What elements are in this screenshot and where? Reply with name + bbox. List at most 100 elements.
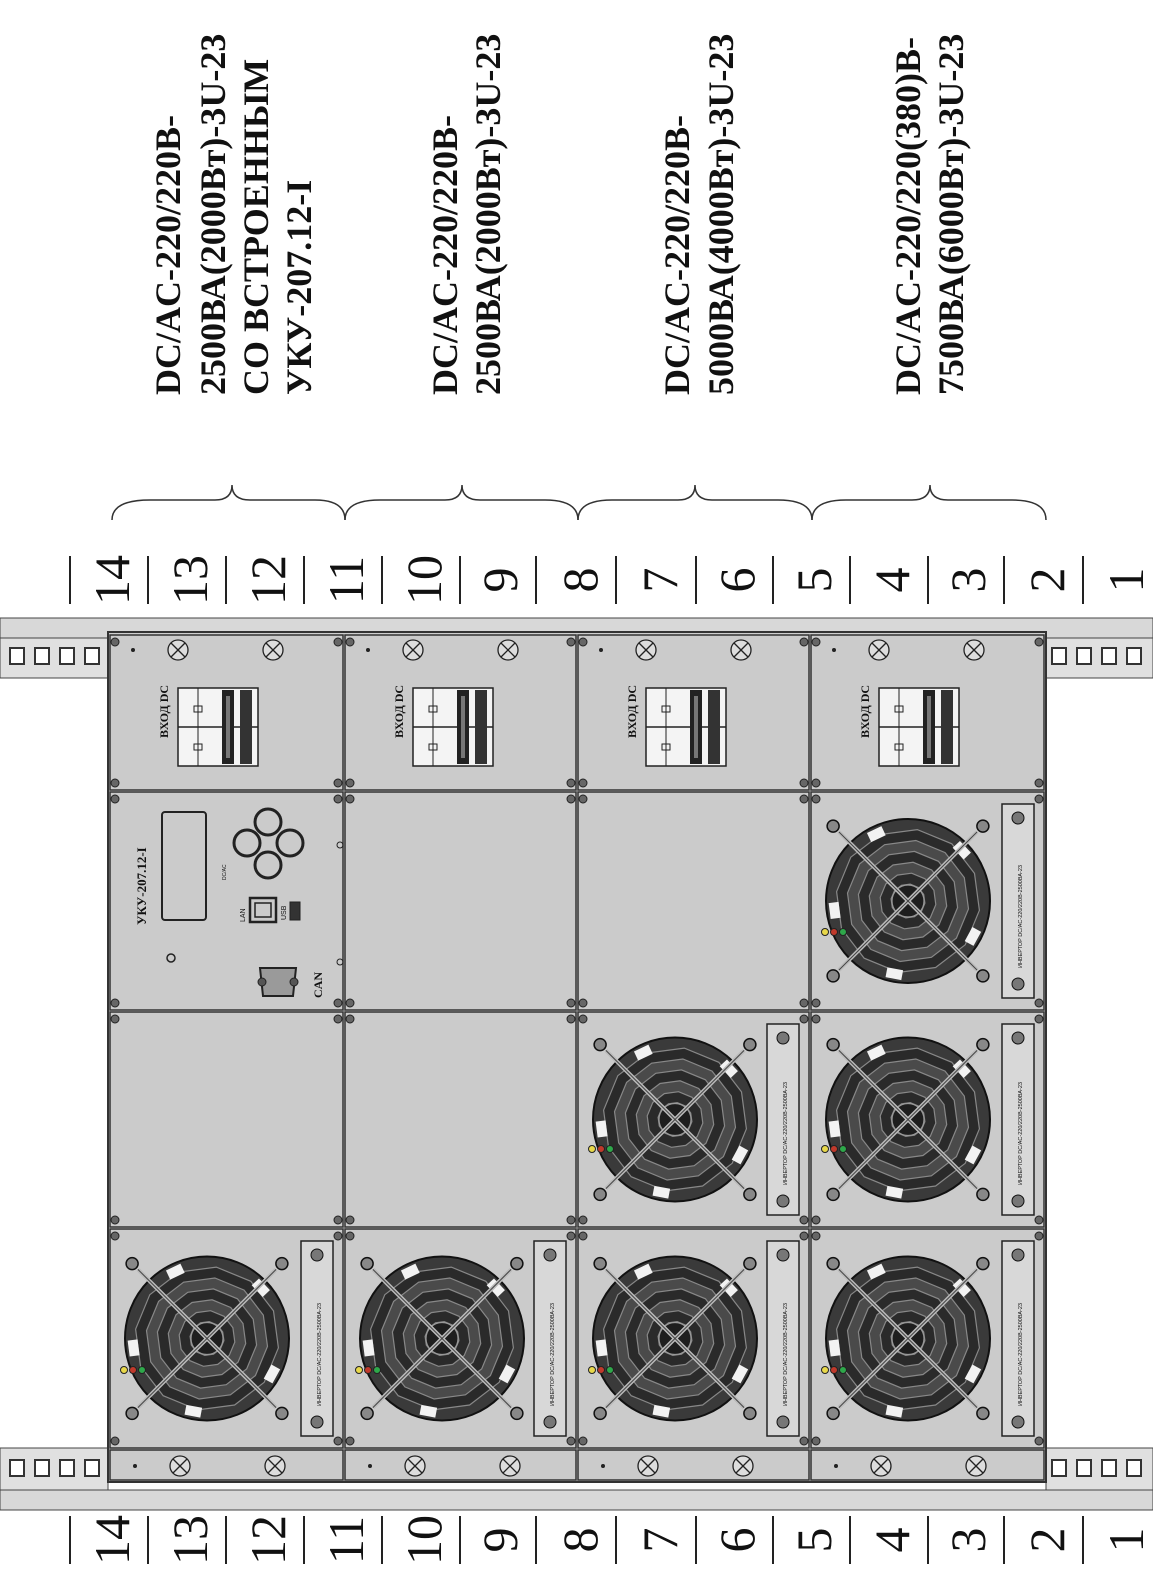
- unit-number-13: 13: [162, 1515, 218, 1565]
- unit-number-12: 12: [240, 555, 296, 605]
- can-port-icon: [258, 967, 298, 997]
- screw-icon: [826, 819, 840, 833]
- rail-hole: [34, 647, 50, 665]
- unit-number-7: 7: [632, 1528, 688, 1553]
- button-up-icon: [232, 828, 262, 858]
- screw-icon: [1011, 1031, 1025, 1045]
- bolt-icon: [345, 1014, 355, 1024]
- cross-screw-icon: [635, 639, 657, 661]
- inverter-handle: ИНВЕРТОР DC/AC-220/220В-2500ВА-23: [1001, 1240, 1035, 1437]
- screw-icon: [826, 969, 840, 983]
- bolt-icon: [566, 1014, 576, 1024]
- bolt-icon: [811, 794, 821, 804]
- bolt-icon: [566, 998, 576, 1008]
- inverter-strip-text: ИНВЕРТОР DC/AC-220/220В-2500ВА-23: [1018, 1303, 1024, 1406]
- bolt-icon: [811, 1231, 821, 1241]
- bolt-icon: [333, 637, 343, 647]
- rail-hole: [1076, 1459, 1092, 1477]
- unit-number-10: 10: [396, 1515, 452, 1565]
- rail-hole: [84, 1459, 100, 1477]
- screw-icon: [510, 1406, 524, 1421]
- rail-holes: [9, 647, 1142, 1477]
- unit-number-11: 11: [318, 556, 374, 604]
- bolt-icon: [110, 1014, 120, 1024]
- bolt-icon: [799, 637, 809, 647]
- fan-icon: [592, 1036, 758, 1203]
- screw-icon: [826, 1256, 840, 1271]
- screw-icon: [125, 1406, 139, 1421]
- screw-icon: [976, 1187, 990, 1202]
- cross-screw-icon: [732, 1455, 754, 1477]
- unit-number-4: 4: [864, 568, 920, 593]
- inverter-strip-text: ИНВЕРТОР DC/AC-220/220В-2500ВА-23: [783, 1082, 789, 1185]
- screw-icon: [743, 1187, 757, 1202]
- bolt-icon: [1034, 1215, 1044, 1225]
- bolt-icon: [345, 778, 355, 788]
- bolt-icon: [345, 1215, 355, 1225]
- bolt-icon: [1034, 794, 1044, 804]
- bolt-icon: [811, 1215, 821, 1225]
- screw-icon: [976, 1037, 990, 1052]
- screw-icon: [1011, 1248, 1025, 1262]
- bolt-icon: [1034, 637, 1044, 647]
- status-leds-icon: [120, 1366, 146, 1374]
- brace-2: [344, 484, 579, 521]
- bolt-icon: [333, 1014, 343, 1024]
- module-panel: [344, 791, 577, 1011]
- module-bottom-strip: [344, 1449, 577, 1481]
- bolt-icon: [811, 637, 821, 647]
- module-bottom-strip: [577, 1449, 810, 1481]
- unit-number-1: 1: [1098, 568, 1153, 593]
- lan-label: LAN: [240, 908, 247, 922]
- cross-screw-icon: [264, 1455, 286, 1477]
- status-leds-icon: [588, 1145, 614, 1153]
- bolt-icon: [566, 637, 576, 647]
- bolt-icon: [1034, 778, 1044, 788]
- bolt-icon: [578, 1231, 588, 1241]
- group-label-1-line4: УКУ-207.12-I: [279, 180, 319, 395]
- rail-hole: [1101, 1459, 1117, 1477]
- bolt-icon: [110, 1231, 120, 1241]
- inverter-handle: ИНВЕРТОР DC/AC-220/220В-2500ВА-23: [766, 1023, 800, 1216]
- screw-icon: [543, 1248, 557, 1262]
- group-label-4-line2: 7500ВА(6000Вт)-3U-23: [931, 34, 971, 395]
- screw-icon: [776, 1194, 790, 1208]
- cross-screw-icon: [963, 639, 985, 661]
- rail-hole: [9, 1459, 25, 1477]
- status-leds-icon: [821, 1145, 847, 1153]
- bolt-icon: [811, 998, 821, 1008]
- rail-hole: [59, 647, 75, 665]
- group-label-1: DC/AC-220/220В-: [148, 115, 188, 395]
- bolt-icon: [345, 1231, 355, 1241]
- button-left-icon: [253, 807, 283, 837]
- screw-icon: [1011, 1415, 1025, 1429]
- fan-icon: [359, 1255, 525, 1422]
- dc-breaker-icon: [878, 687, 960, 767]
- rail-hole: [34, 1459, 50, 1477]
- bolt-icon: [110, 998, 120, 1008]
- bolt-icon: [1034, 1231, 1044, 1241]
- cross-screw-icon: [730, 639, 752, 661]
- usb-port-icon: [289, 901, 301, 921]
- screw-icon: [776, 1031, 790, 1045]
- input-dc-label: ВХОД DC: [157, 685, 171, 738]
- unit-number-14: 14: [84, 1515, 140, 1565]
- module-column-1: ВХОД DC ИНВЕРТОР DC/AC-220/220В-2500ВА-23: [109, 634, 344, 1481]
- bolt-icon: [799, 1215, 809, 1225]
- input-dc-label: ВХОД DC: [625, 685, 639, 738]
- screw-icon: [776, 1415, 790, 1429]
- dc-breaker-icon: [645, 687, 727, 767]
- inverter-strip-text: ИНВЕРТОР DC/AC-220/220В-2500ВА-23: [1018, 865, 1024, 968]
- bolt-icon: [566, 794, 576, 804]
- screw-icon: [593, 1187, 607, 1202]
- bolt-icon: [333, 1215, 343, 1225]
- bolt-icon: [345, 998, 355, 1008]
- inverter-handle: ИНВЕРТОР DC/AC-220/220В-2500ВА-23: [300, 1240, 334, 1437]
- brace-1: [111, 484, 346, 521]
- module-column-3: ВХОД DC ИНВЕРТОР DC/AC-220/220В-2500ВА-23…: [577, 634, 810, 1481]
- rail-hole: [9, 647, 25, 665]
- bolt-icon: [1034, 998, 1044, 1008]
